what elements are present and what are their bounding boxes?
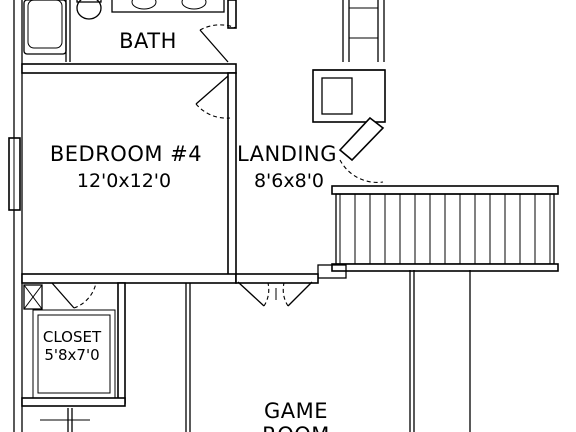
vanity-counter — [111, 0, 225, 13]
gameroom-label: GAME — [264, 399, 328, 423]
wall-bath-right — [227, 0, 237, 29]
closet-size: 5'8x7'0 — [44, 346, 99, 364]
closet-chase-box — [23, 284, 43, 310]
wall-bedroom-right — [227, 72, 237, 280]
landing-door — [338, 116, 385, 183]
lower-left-fixture — [40, 408, 90, 432]
bathtub — [23, 0, 67, 55]
bedroom4-size: 12'0x12'0 — [77, 170, 171, 192]
toilet — [76, 0, 102, 20]
landing-label: LANDING — [237, 142, 337, 166]
bedroom4-label: BEDROOM #4 — [50, 142, 202, 166]
bath-label: BATH — [119, 29, 177, 53]
stair-treads — [335, 193, 555, 265]
stair-rail-top — [331, 185, 559, 195]
bath-fixture-wall — [65, 0, 71, 62]
bath-door — [199, 24, 237, 63]
landing-size: 8'6x8'0 — [254, 170, 324, 192]
stair-rail-bottom — [317, 263, 559, 279]
exterior-wall-left — [13, 0, 23, 432]
wall-landing-gameroom — [235, 273, 319, 284]
window-left — [8, 137, 21, 211]
wall-bedroom-bottom — [21, 273, 237, 284]
upper-stair-rail — [342, 0, 385, 62]
bedroom-door — [195, 75, 231, 119]
gameroom-beam-lines — [185, 270, 471, 432]
wall-bath-bedroom — [21, 63, 237, 74]
closet-door — [51, 282, 97, 309]
gameroom-double-door — [237, 281, 313, 307]
stair-newel-block — [312, 69, 386, 123]
gameroom-label-line2: ROOM — [262, 423, 330, 432]
closet-label: CLOSET — [43, 328, 102, 346]
closet-shelf-outline — [32, 309, 116, 399]
